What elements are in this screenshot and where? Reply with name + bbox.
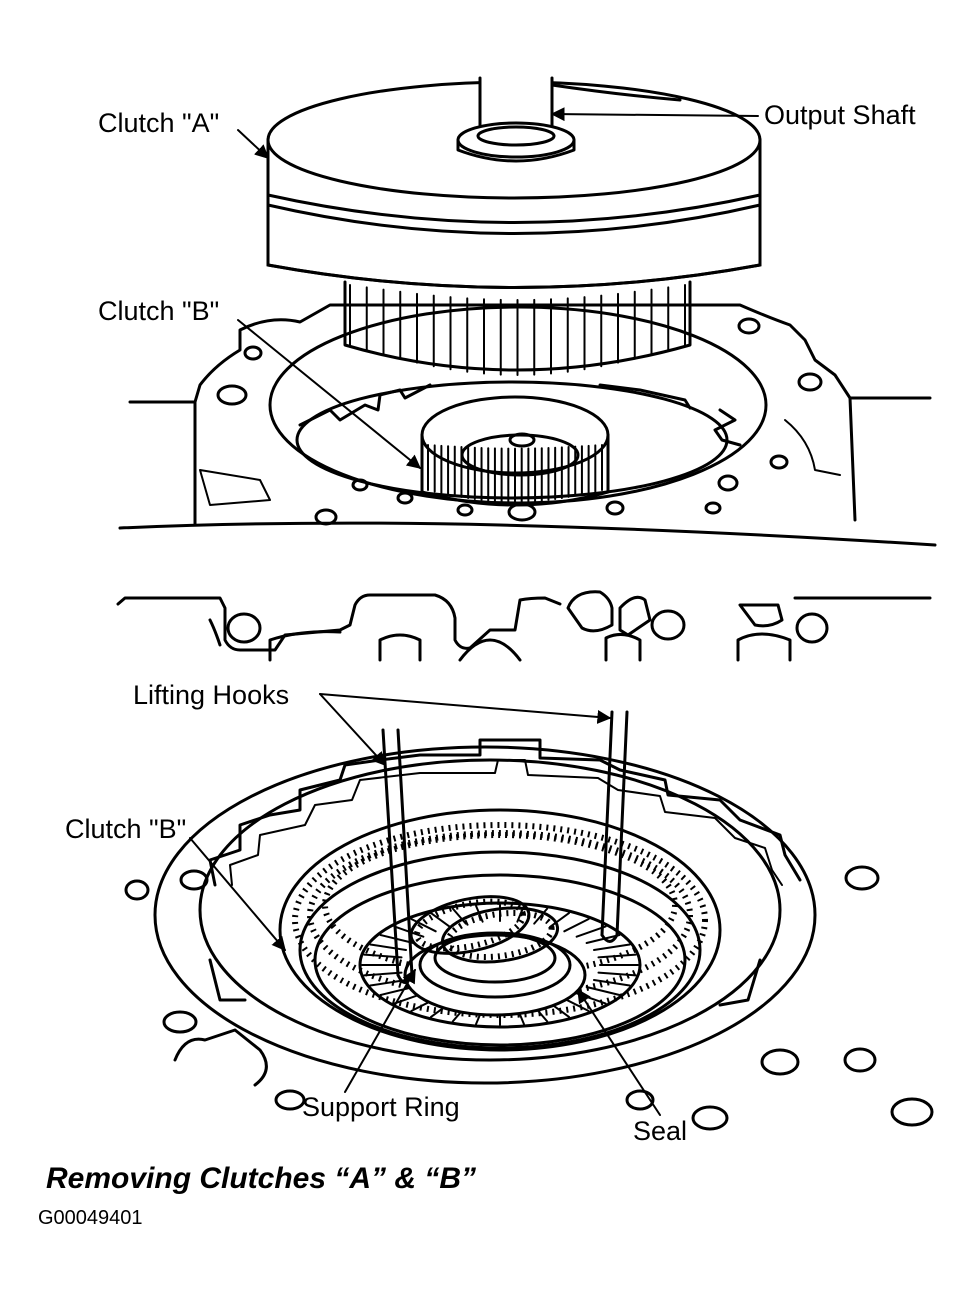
- label-lifting-hooks: Lifting Hooks: [133, 680, 612, 767]
- figure-id: G00049401: [38, 1207, 143, 1229]
- label-clutch-b-bottom: Clutch "B": [65, 814, 286, 952]
- svg-text:Lifting Hooks: Lifting Hooks: [133, 680, 289, 710]
- label-clutch-b-top: Clutch "B": [98, 296, 422, 469]
- clutch-b-hub-top: [420, 395, 610, 507]
- svg-text:Clutch "A": Clutch "A": [98, 108, 219, 138]
- hub-slot: [369, 943, 408, 951]
- bottom-illustration: Lifting Hooks Clutch "B" Support Ring Se…: [65, 680, 934, 1146]
- label-clutch-a: Clutch "A": [98, 108, 270, 159]
- case-strip-middle: [116, 590, 932, 662]
- output-shaft: [456, 76, 682, 163]
- hub-slot: [363, 971, 403, 977]
- hub-slot: [597, 953, 637, 959]
- label-support-ring: Support Ring: [302, 968, 460, 1122]
- hub-slot: [592, 979, 631, 987]
- svg-text:Clutch "B": Clutch "B": [98, 296, 219, 326]
- hub-slot: [549, 912, 570, 928]
- svg-text:Seal: Seal: [633, 1116, 687, 1146]
- hub-slot: [363, 953, 403, 959]
- hub-slot: [451, 907, 467, 925]
- bottom-case-plate: [124, 865, 934, 1131]
- top-illustration: Clutch "A" Output Shaft Clutch "B": [98, 76, 937, 547]
- hub-slot: [592, 943, 631, 951]
- label-output-shaft: Output Shaft: [550, 100, 916, 130]
- hub-slot: [533, 907, 549, 925]
- hub-slot: [430, 912, 451, 928]
- lifting-hook-right: [600, 710, 629, 943]
- svg-text:Support Ring: Support Ring: [302, 1092, 460, 1122]
- hub-slot: [563, 997, 590, 1012]
- label-seal: Seal: [577, 988, 687, 1146]
- figure-caption: Removing Clutches “A” & “B”: [46, 1162, 476, 1195]
- hub-slot: [563, 918, 590, 933]
- hub-slot: [585, 986, 621, 996]
- hub-slot: [597, 971, 637, 977]
- hub-slot: [379, 986, 415, 996]
- svg-text:Clutch "B": Clutch "B": [65, 814, 186, 844]
- svg-text:Output Shaft: Output Shaft: [764, 100, 916, 130]
- hub-slot: [410, 918, 437, 933]
